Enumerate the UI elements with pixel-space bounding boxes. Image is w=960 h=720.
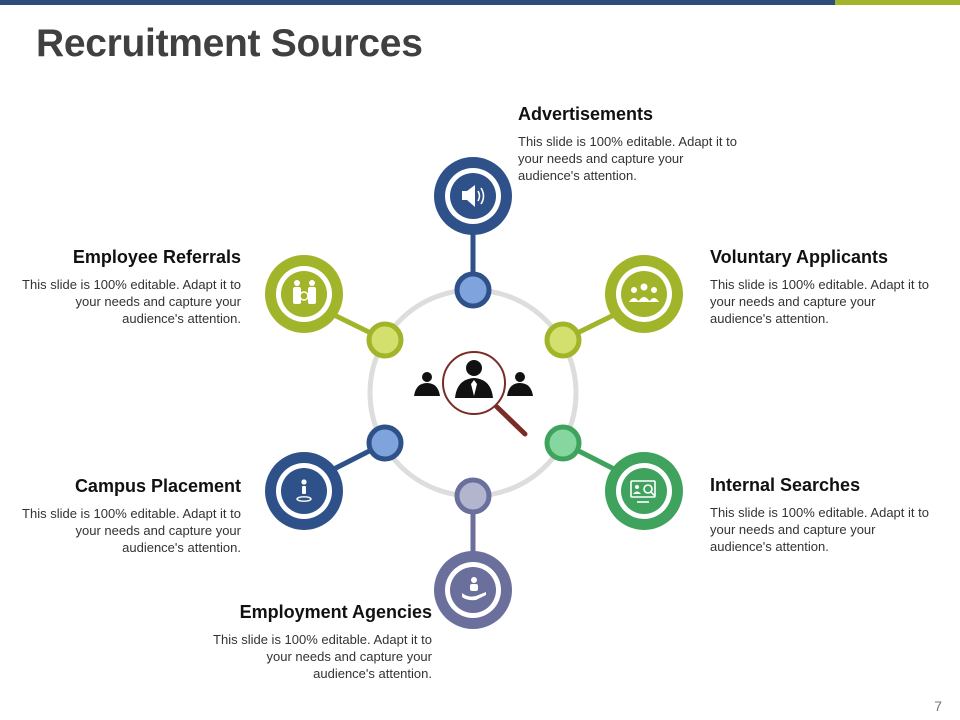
description-campus-placement: This slide is 100% editable. Adapt it to… (22, 506, 241, 555)
heading-advertisements: Advertisements (518, 104, 654, 124)
outer-node-voluntary-applicants (605, 255, 683, 333)
description-employment-agencies: This slide is 100% editable. Adapt it to… (213, 632, 432, 681)
heading-internal-searches: Internal Searches (710, 475, 861, 495)
page-number: 7 (934, 698, 942, 714)
ring-node-internal (544, 424, 582, 462)
outer-node-employee-referrals (265, 255, 343, 333)
description-employee-referrals: This slide is 100% editable. Adapt it to… (22, 277, 241, 326)
slide-title: Recruitment Sources (36, 22, 423, 65)
megaphone-icon (462, 185, 485, 207)
group-icon (629, 283, 659, 302)
description-internal-searches: This slide is 100% editable. Adapt it to… (710, 505, 929, 554)
outer-node-employment-agencies (434, 551, 512, 629)
ring-nodes (366, 271, 582, 515)
ring-node-advertisements (454, 271, 492, 309)
hand-person-icon (462, 577, 486, 601)
label-voluntary-applicants: Voluntary Applicants This slide is 100% … (710, 247, 940, 327)
description-advertisements: This slide is 100% editable. Adapt it to… (518, 134, 737, 183)
top-accent-bar (0, 0, 960, 5)
ring-node-referrals (366, 321, 404, 359)
label-advertisements: Advertisements This slide is 100% editab… (518, 104, 748, 184)
monitor-search-icon (630, 480, 656, 503)
top-bar-green (835, 0, 960, 5)
heading-employment-agencies: Employment Agencies (239, 602, 432, 622)
outer-node-internal-searches (605, 452, 683, 530)
top-bar-blue (0, 0, 835, 5)
outer-node-advertisements (434, 157, 512, 235)
heading-campus-placement: Campus Placement (74, 476, 241, 496)
ring-node-agencies (454, 477, 492, 515)
label-campus-placement: Campus Placement This slide is 100% edit… (11, 476, 241, 556)
outer-node-campus-placement (265, 452, 343, 530)
heading-employee-referrals: Employee Referrals (72, 247, 241, 267)
label-employee-referrals: Employee Referrals This slide is 100% ed… (11, 247, 241, 327)
people-search-icon (414, 351, 533, 437)
ring-node-campus (366, 424, 404, 462)
description-voluntary-applicants: This slide is 100% editable. Adapt it to… (710, 277, 929, 326)
label-employment-agencies: Employment Agencies This slide is 100% e… (202, 602, 432, 682)
ring-node-voluntary (544, 321, 582, 359)
label-internal-searches: Internal Searches This slide is 100% edi… (710, 475, 940, 555)
heading-voluntary-applicants: Voluntary Applicants (710, 247, 889, 267)
family-icon (293, 280, 316, 304)
person-pin-icon (296, 479, 312, 502)
